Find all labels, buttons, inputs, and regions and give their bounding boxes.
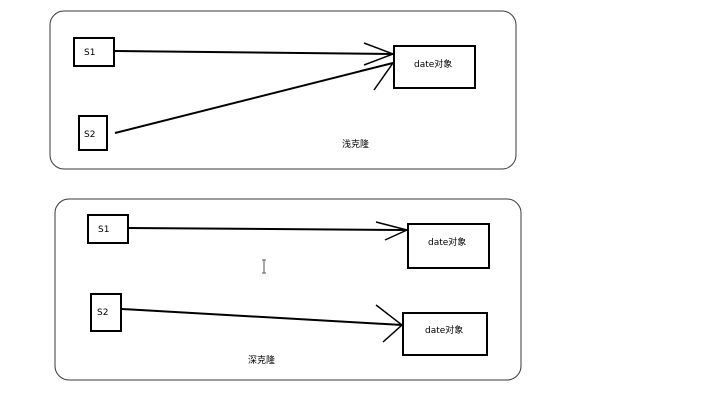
- shallow-s2-label: S2: [84, 130, 95, 140]
- deep-s2-label: S2: [97, 308, 108, 318]
- shallow-date-box: [393, 45, 476, 89]
- shallow-s1-label: S1: [84, 48, 95, 58]
- deep-s2-box: [90, 293, 122, 332]
- deep-date1-label: date对象: [428, 236, 466, 248]
- deep-s1-arrowhead: [375, 221, 410, 241]
- shallow-s2-box: [78, 115, 108, 151]
- deep-date1-box: [407, 223, 490, 269]
- deep-date2-box: [402, 312, 488, 356]
- shallow-s2-arrowhead: [359, 61, 395, 91]
- shallow-date-label: date对象: [414, 58, 452, 70]
- deep-s1-label: S1: [98, 225, 109, 235]
- text-cursor-icon: [262, 259, 266, 274]
- deep-s2-arrowhead: [375, 304, 404, 343]
- shallow-s1-box: [73, 37, 115, 67]
- deep-date2-label: date对象: [425, 324, 463, 336]
- shallow-s1-arrow: [114, 50, 394, 55]
- shallow-caption: 浅克隆: [342, 138, 369, 150]
- deep-s1-box: [87, 214, 129, 244]
- deep-s1-arrow: [128, 227, 408, 231]
- deep-clone-panel: S1 S2 date对象 date对象 深克隆: [54, 198, 522, 381]
- shallow-panel-border: [49, 10, 517, 170]
- shallow-s1-arrowhead: [363, 42, 396, 66]
- deep-caption: 深克隆: [248, 354, 275, 366]
- deep-s2-arrow: [121, 308, 403, 326]
- shallow-s2-arrow: [114, 62, 394, 134]
- shallow-clone-panel: S1 S2 date对象 浅克隆: [49, 10, 517, 170]
- deep-panel-border: [54, 198, 522, 381]
